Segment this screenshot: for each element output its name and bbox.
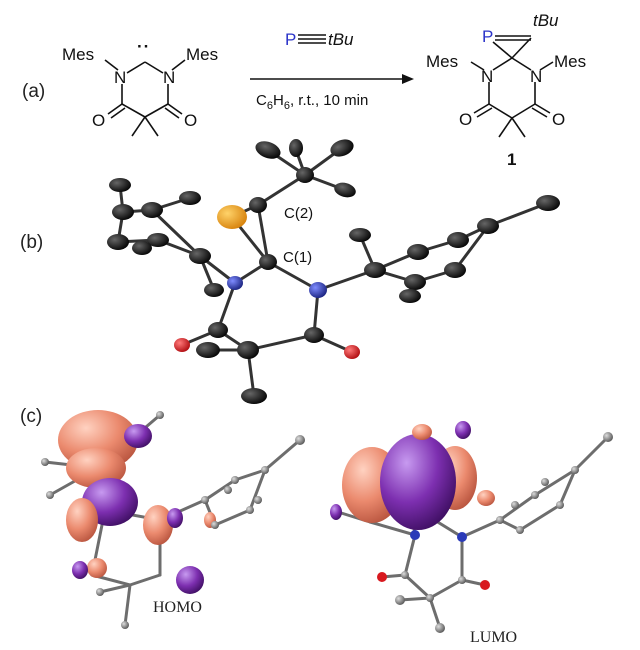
carbene-lone-pair: ·· xyxy=(137,37,150,56)
reactant-o-left: O xyxy=(92,111,105,130)
reagent-tbu: tBu xyxy=(328,30,354,49)
ortep-bonds xyxy=(116,146,550,398)
product-1: P tBu Mes Mes N N O O xyxy=(426,11,586,169)
reagent-phosphorus: P xyxy=(285,30,296,49)
compound-number: 1 xyxy=(507,150,516,169)
product-n-left: N xyxy=(481,67,493,86)
panel-a-label: (a) xyxy=(22,81,45,102)
product-tbu: tBu xyxy=(533,11,559,30)
panel-b: (b) xyxy=(20,139,560,404)
product-n-right: N xyxy=(530,67,542,86)
lumo-orbital: LUMO xyxy=(330,421,613,646)
ortep-atoms xyxy=(107,139,560,404)
oxygen-atom-left xyxy=(174,338,190,352)
homo-orbital: HOMO xyxy=(41,410,305,629)
panel-c-label: (c) xyxy=(20,406,42,427)
reactant-o-right: O xyxy=(184,111,197,130)
phosphorus-atom xyxy=(217,205,247,229)
panel-c: (c) xyxy=(20,406,613,646)
nitrogen-atom-left xyxy=(227,276,243,290)
panel-b-label: (b) xyxy=(20,232,43,253)
homo-label: HOMO xyxy=(153,599,202,616)
atom-label-c2: C(2) xyxy=(284,205,313,222)
lumo-label: LUMO xyxy=(470,629,517,646)
reactant-carbene: Mes Mes N N O O ·· xyxy=(62,37,218,137)
atom-label-c1: C(1) xyxy=(283,249,312,266)
oxygen-atom-right xyxy=(344,345,360,359)
reactant-mes-left: Mes xyxy=(62,45,94,64)
product-o-right: O xyxy=(552,110,565,129)
reactant-mes-right: Mes xyxy=(186,45,218,64)
nitrogen-atom-right xyxy=(309,282,327,298)
panel-a: (a) Mes Mes N N O O · xyxy=(22,11,586,169)
reactant-n-left: N xyxy=(114,68,126,87)
product-phosphorus: P xyxy=(482,27,493,46)
reactant-n-right: N xyxy=(163,68,175,87)
product-mes-right: Mes xyxy=(554,52,586,71)
product-mes-left: Mes xyxy=(426,52,458,71)
product-o-left: O xyxy=(459,110,472,129)
reaction-conditions: C6H6, r.t., 10 min xyxy=(256,92,368,112)
reaction-arrow: P tBu C6H6, r.t., 10 min xyxy=(250,30,414,112)
